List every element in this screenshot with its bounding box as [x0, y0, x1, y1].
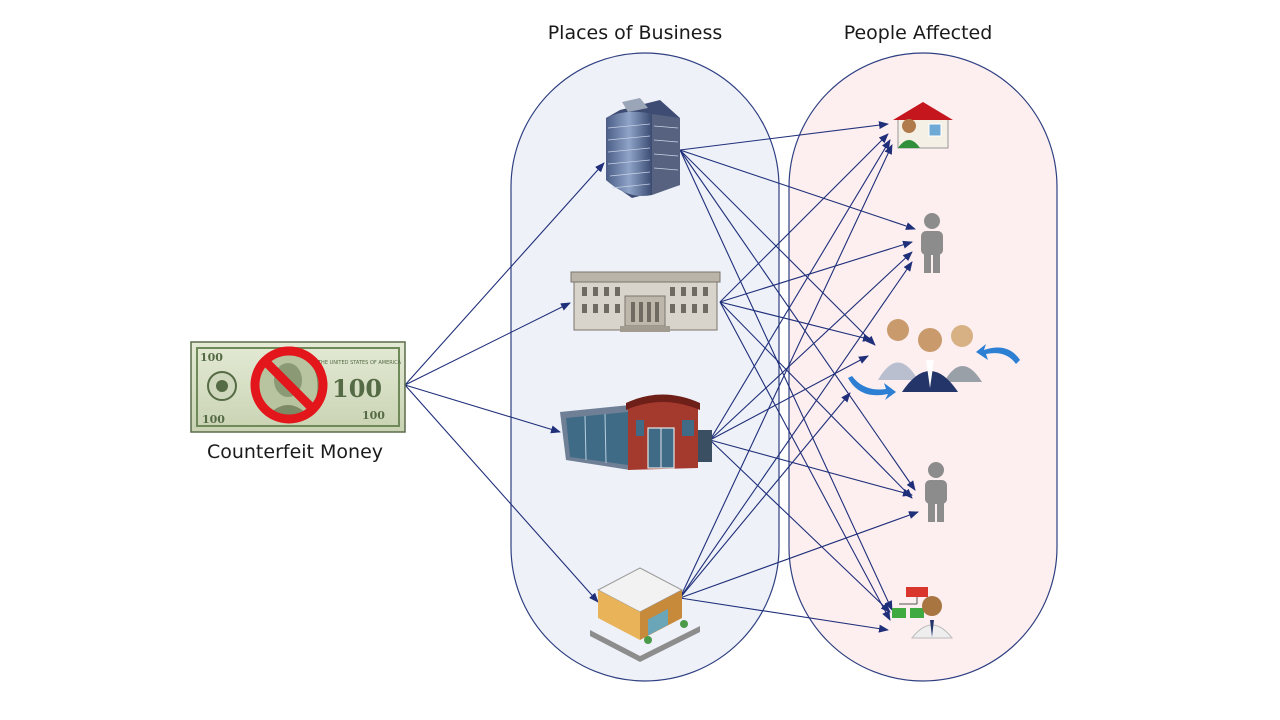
bill-denomination-center: 100 — [332, 374, 382, 403]
arrow-money-to-storefront — [404, 384, 561, 434]
arrow-storefront-to-homeowner — [709, 139, 891, 441]
places-of-business-title: Places of Business — [547, 22, 723, 44]
counterfeit-money-label: Counterfeit Money — [206, 441, 384, 463]
brick-storefront-icon — [560, 394, 712, 470]
arrow-government-to-group — [719, 301, 873, 342]
arrow-government-to-homeowner — [719, 133, 889, 303]
arrow-storefront-to-group — [709, 355, 869, 441]
office-tower-icon — [606, 98, 680, 198]
prohibition-icon — [250, 346, 328, 424]
arrow-shop-to-homeowner — [679, 144, 893, 599]
arrow-shop-to-manager — [679, 597, 889, 633]
small-shop-icon — [590, 567, 700, 662]
arrow-office-to-person1 — [679, 149, 916, 230]
bill-denomination-top: 100 — [200, 351, 223, 364]
group-of-people-icon — [848, 319, 1020, 400]
bill-header-text: THE UNITED STATES OF AMERICA — [317, 360, 402, 366]
people-affected-title: People Affected — [843, 22, 993, 44]
arrow-shop-to-group — [679, 392, 851, 599]
arrow-government-to-manager — [719, 301, 891, 621]
manager-org-chart-icon — [892, 587, 954, 639]
bill-denomination-bottom-left: 100 — [202, 413, 225, 426]
business-group-container — [510, 52, 780, 682]
bill-denomination-bottom: 100 — [362, 409, 385, 422]
arrow-government-to-person2 — [719, 301, 913, 499]
arrow-money-to-shop — [404, 384, 599, 603]
cycle-arrow-right-icon — [976, 344, 1020, 364]
arrow-storefront-to-person1 — [709, 251, 913, 441]
arrow-shop-to-person1 — [679, 261, 913, 599]
homeowner-icon — [893, 102, 953, 149]
arrow-money-to-government — [404, 302, 571, 386]
arrow-office-to-manager — [679, 149, 893, 611]
arrow-office-to-homeowner — [679, 121, 889, 151]
arrow-office-to-group — [679, 149, 876, 346]
arrow-government-to-person1 — [719, 240, 913, 303]
arrow-office-to-person2 — [679, 149, 916, 491]
cycle-arrow-left-icon — [848, 376, 896, 400]
arrow-storefront-to-person2 — [709, 439, 913, 497]
government-building-icon — [570, 271, 721, 332]
counterfeit-money-icon: 100 THE UNITED STATES OF AMERICA 100 100… — [190, 341, 406, 433]
person-icon — [921, 213, 943, 273]
connection-arrows — [404, 121, 919, 633]
person-icon — [925, 462, 947, 522]
arrow-money-to-office — [404, 162, 605, 386]
arrow-shop-to-person2 — [679, 511, 919, 599]
